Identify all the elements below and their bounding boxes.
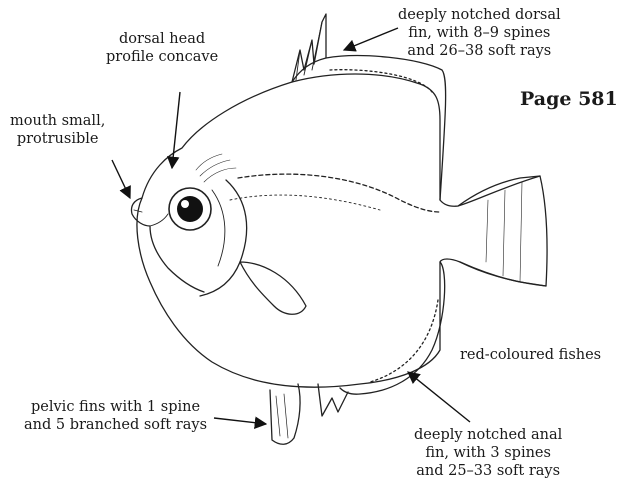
pectoral-fin xyxy=(240,262,306,314)
arrow-mouth xyxy=(112,160,130,198)
label-dorsal-fin: deeply notched dorsal fin, with 8–9 spin… xyxy=(398,6,561,60)
page-number: Page 581 xyxy=(520,88,618,110)
arrow-dorsal-fin xyxy=(344,28,398,50)
arrow-head-profile xyxy=(172,92,180,168)
label-mouth: mouth small, protrusible xyxy=(10,112,105,148)
anal-fin xyxy=(340,262,445,394)
body-outline xyxy=(137,74,547,387)
caption-red-coloured-fishes: red-coloured fishes xyxy=(460,346,601,364)
eye-pupil xyxy=(177,196,203,222)
arrow-anal-fin xyxy=(408,372,470,422)
label-anal-fin: deeply notched anal fin, with 3 spines a… xyxy=(414,426,562,480)
label-pelvic-fins: pelvic fins with 1 spine and 5 branched … xyxy=(24,398,207,434)
anal-fin-spines xyxy=(318,384,348,416)
pelvic-fin xyxy=(270,384,300,444)
caudal-fin xyxy=(458,176,546,286)
lateral-line xyxy=(238,174,440,212)
eye-highlight xyxy=(181,200,189,208)
arrow-pelvic-fin xyxy=(214,418,266,424)
label-head-profile: dorsal head profile concave xyxy=(106,30,218,66)
